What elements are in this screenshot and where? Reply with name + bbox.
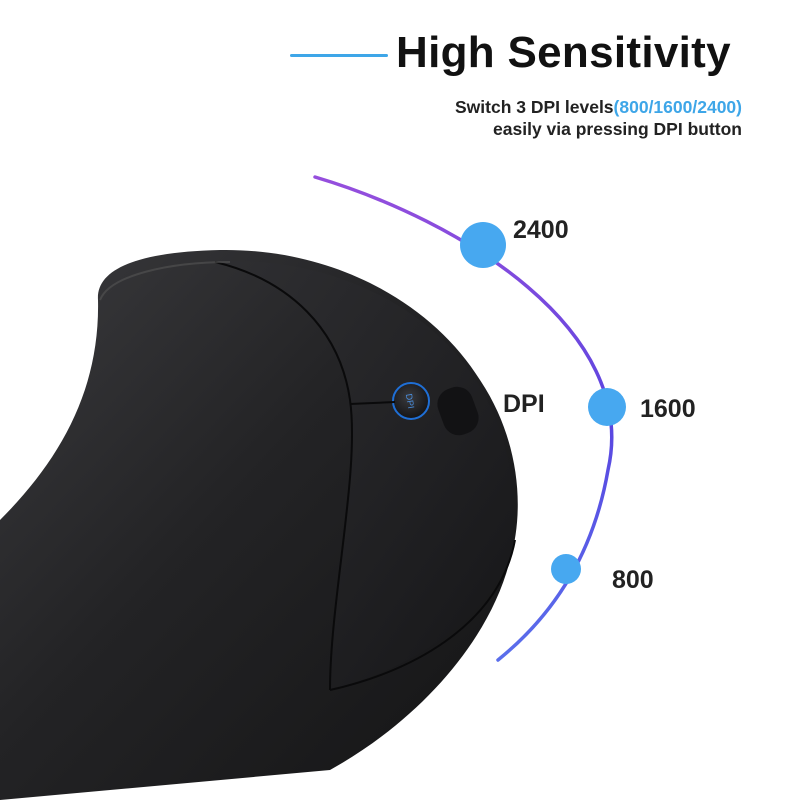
description-line2: easily via pressing DPI button xyxy=(493,119,742,139)
dpi-level-1600: 1600 xyxy=(640,395,696,423)
dpi-button-text: DPI xyxy=(404,393,416,410)
mouse-body: DPI xyxy=(0,249,518,800)
dpi-levels-highlight: (800/1600/2400) xyxy=(613,97,742,117)
description-line1: Switch 3 DPI levels xyxy=(455,97,614,117)
dpi-level-800: 800 xyxy=(612,566,654,594)
dpi-button xyxy=(392,382,430,420)
dpi-level-2400: 2400 xyxy=(513,216,569,244)
headline: High Sensitivity xyxy=(290,28,770,84)
headline-title: High Sensitivity xyxy=(396,28,731,77)
headline-rule xyxy=(290,54,388,57)
dpi-dot-1600 xyxy=(588,388,626,426)
dpi-dot-800 xyxy=(551,554,581,584)
dpi-label: DPI xyxy=(503,390,545,418)
feature-description: Switch 3 DPI levels(800/1600/2400) easil… xyxy=(455,96,742,140)
scroll-wheel xyxy=(437,386,479,436)
dpi-dot-2400 xyxy=(460,222,506,268)
primary-button-surface xyxy=(215,261,514,690)
